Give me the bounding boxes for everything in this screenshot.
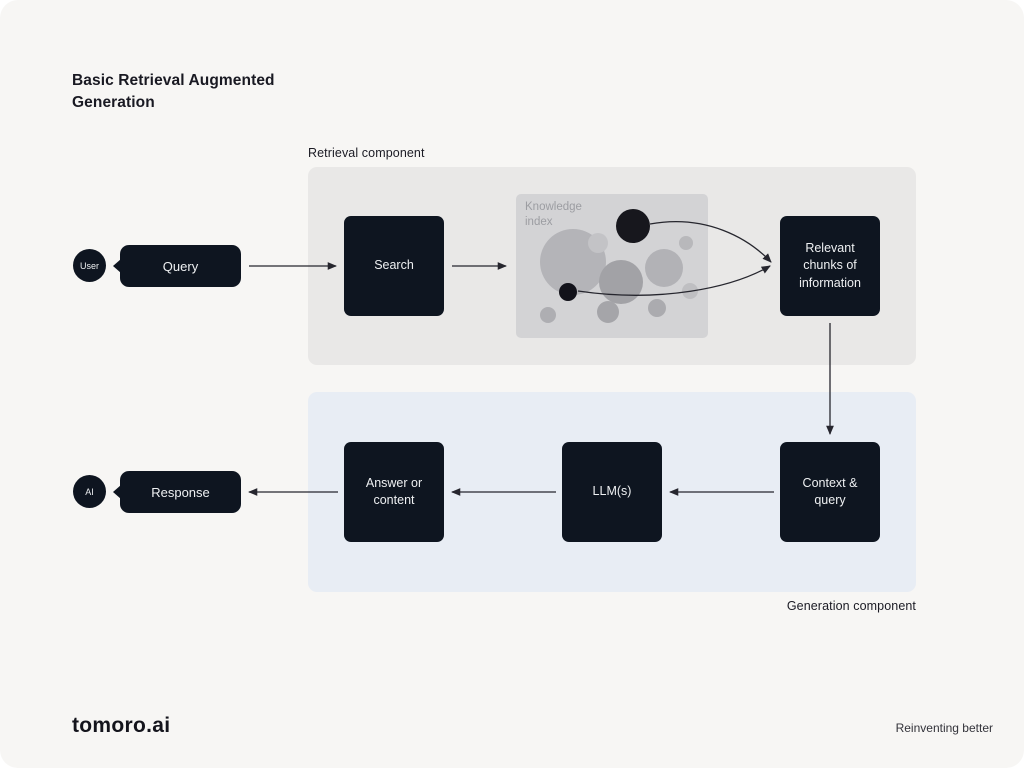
relevant-chunks-node-label: Relevant chunks of information xyxy=(799,240,861,290)
search-node: Search xyxy=(344,216,444,316)
knowledge-bubble xyxy=(682,283,698,299)
generation-component-label: Generation component xyxy=(786,599,916,613)
answer-node: Answer or content xyxy=(344,442,444,542)
answer-node-label: Answer or content xyxy=(365,475,423,508)
ai-actor-label: AI xyxy=(85,486,94,497)
knowledge-bubble xyxy=(597,301,619,323)
retrieval-component-label: Retrieval component xyxy=(308,146,425,160)
knowledge-bubble xyxy=(540,307,556,323)
relevant-chunks-node: Relevant chunks of information xyxy=(780,216,880,316)
query-bubble: Query xyxy=(120,245,241,287)
tomoro-logo: tomoro.ai xyxy=(72,714,171,737)
tagline-text: Reinventing better xyxy=(895,721,993,735)
knowledge-bubble-dark-small xyxy=(559,283,577,301)
knowledge-index-label: Knowledge index xyxy=(525,201,582,228)
response-bubble: Response xyxy=(120,471,241,513)
context-query-node-label: Context & query xyxy=(802,475,858,508)
ai-actor-circle: AI xyxy=(73,475,106,508)
response-bubble-label: Response xyxy=(151,484,210,500)
page-title: Basic Retrieval Augmented Generation xyxy=(72,72,275,111)
knowledge-bubble xyxy=(588,233,608,253)
knowledge-bubble xyxy=(645,249,683,287)
user-actor-label: User xyxy=(79,260,99,271)
user-actor-circle: User xyxy=(73,249,106,282)
knowledge-index-box: Knowledge index xyxy=(516,194,708,338)
llm-node-label: LLM(s) xyxy=(592,484,632,499)
knowledge-bubble-dark-large xyxy=(616,209,650,243)
knowledge-bubble xyxy=(648,299,666,317)
context-query-node: Context & query xyxy=(780,442,880,542)
knowledge-bubble xyxy=(679,236,693,250)
knowledge-bubble xyxy=(599,260,643,304)
llm-node: LLM(s) xyxy=(562,442,662,542)
query-bubble-label: Query xyxy=(162,258,199,274)
search-node-label: Search xyxy=(374,258,414,273)
